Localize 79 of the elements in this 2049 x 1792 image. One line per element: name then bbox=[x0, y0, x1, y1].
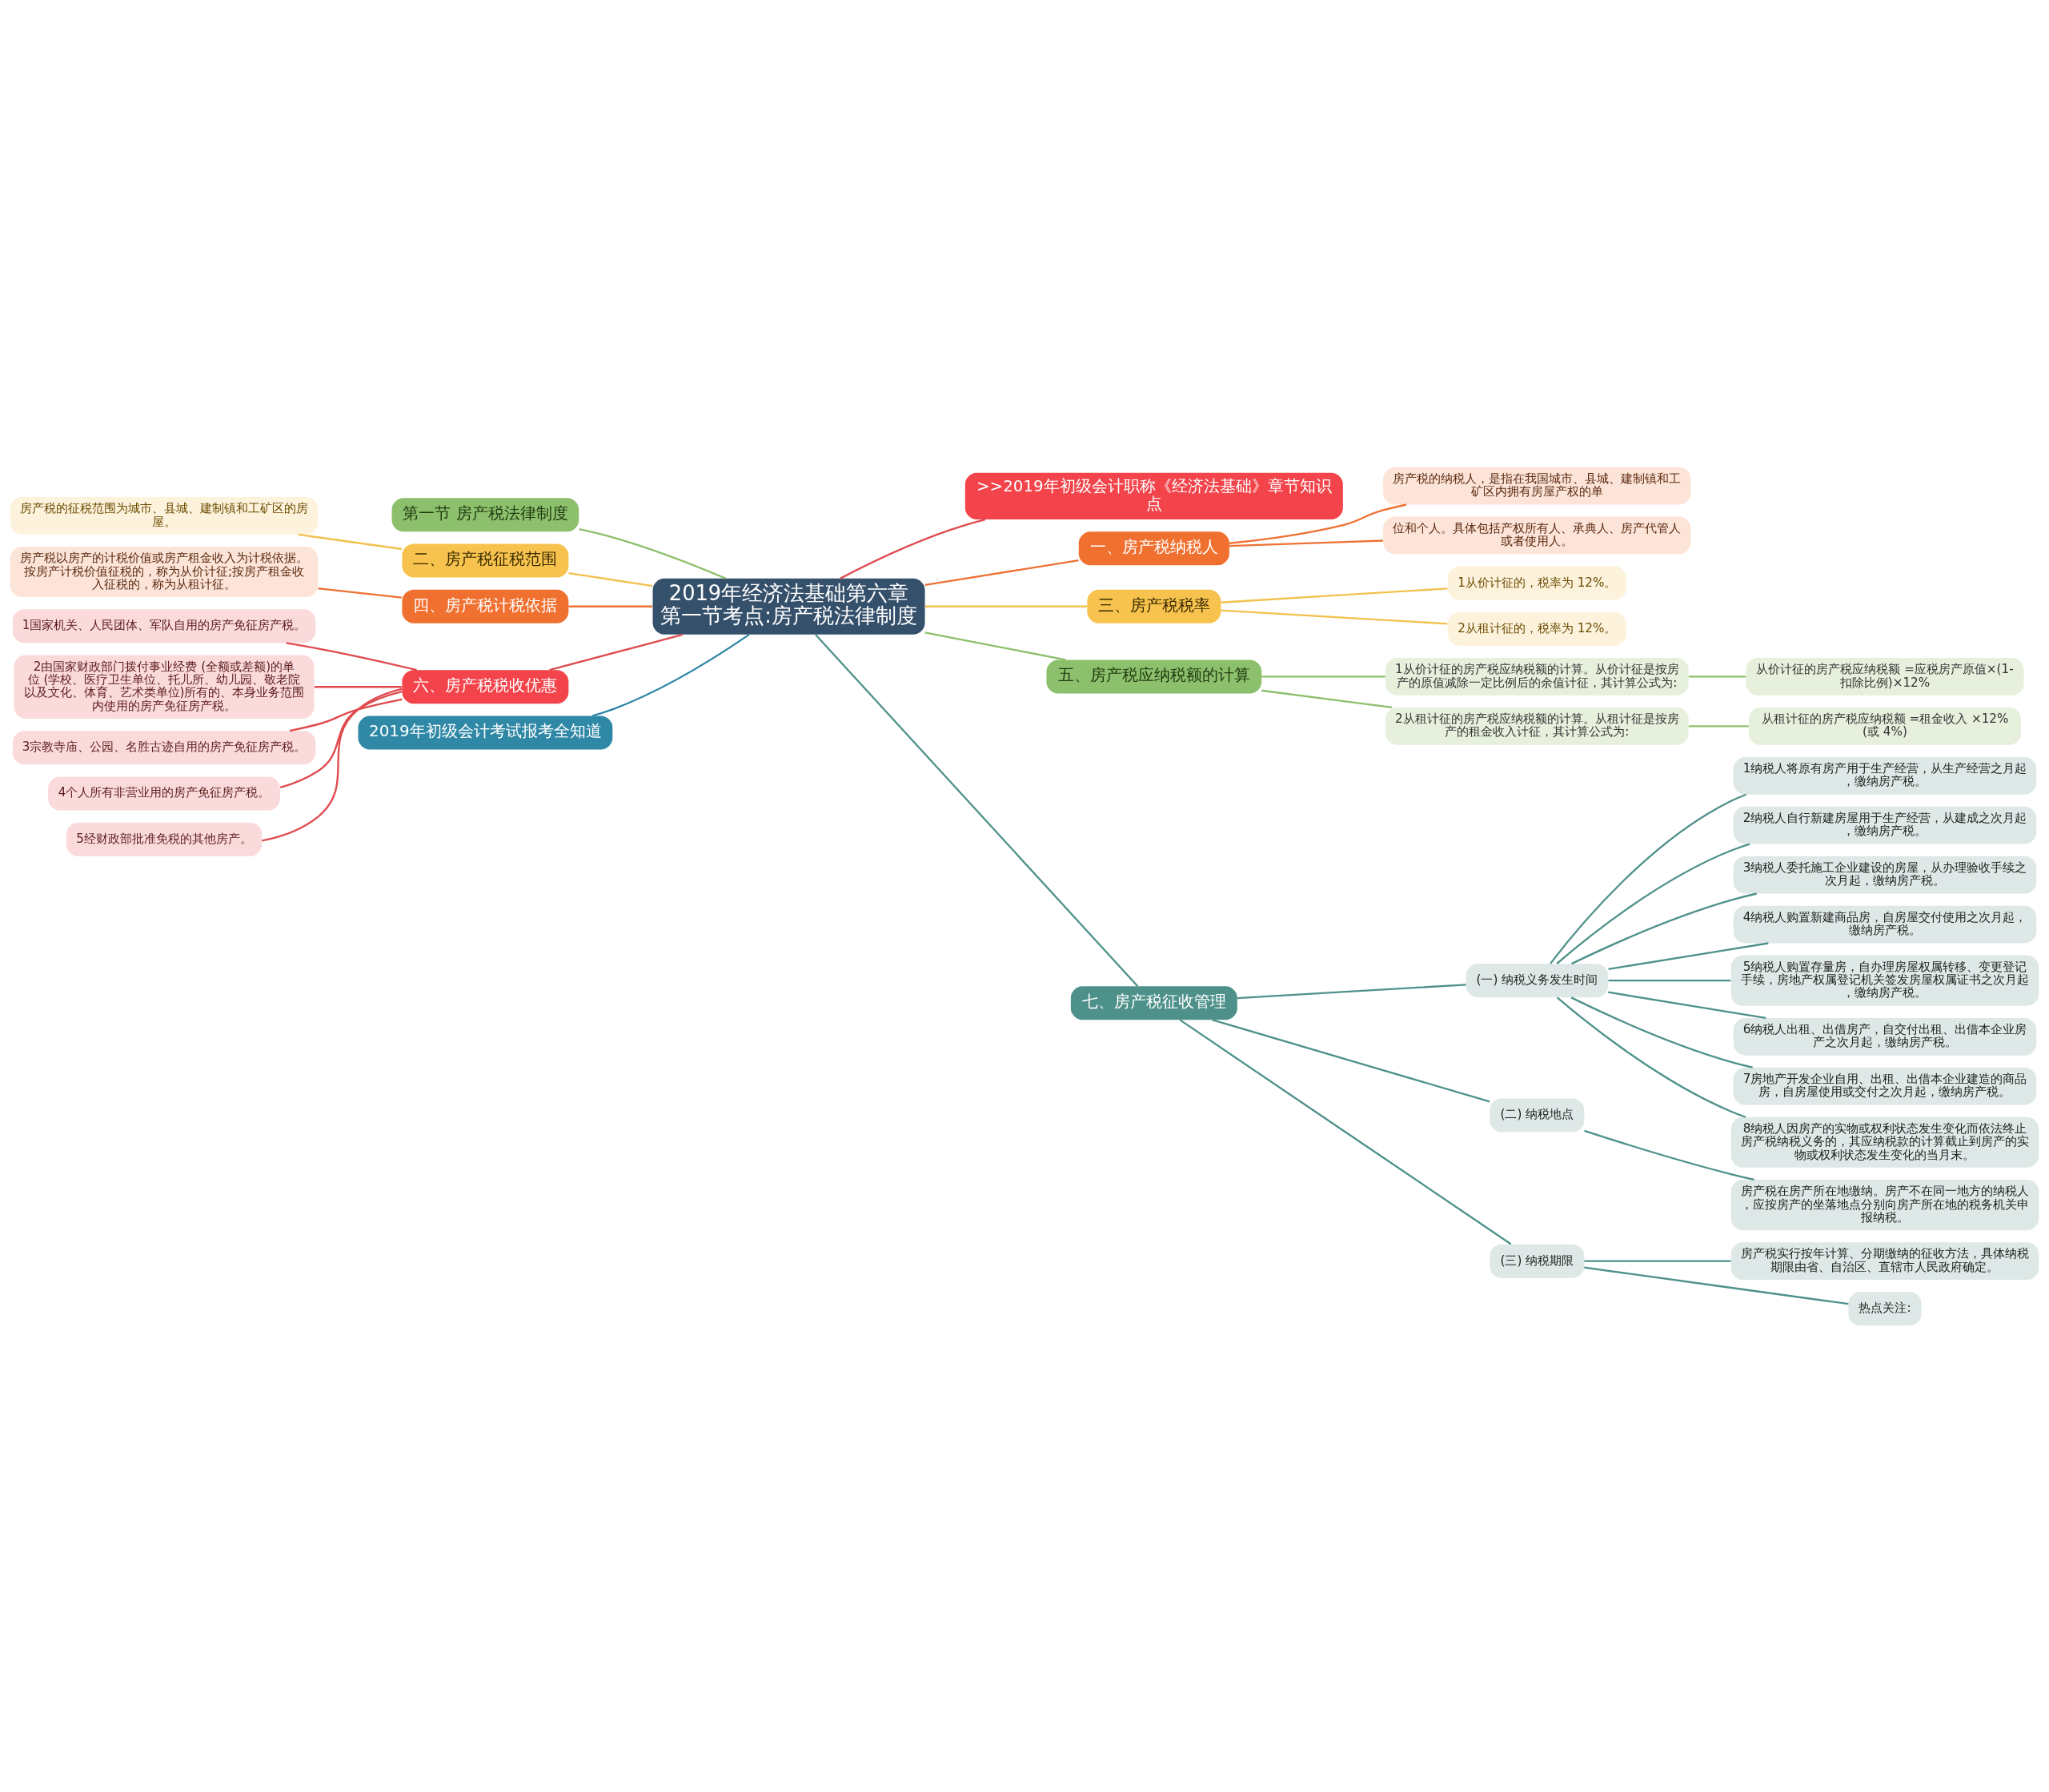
connector bbox=[289, 698, 403, 732]
node-box: 四、房产税计税依据 bbox=[402, 589, 569, 623]
node-box: 三、房产税税率 bbox=[1087, 589, 1221, 623]
node-box: 1从价计征的房产税应纳税额的计算。从价计征是按房产的原值减除一定比例后的余值计征，其计算公式为: bbox=[1385, 657, 1689, 696]
node-box: 热点关注: bbox=[1848, 1291, 1922, 1325]
node-box: 2019年经济法基础第六章第一节考点:房产税法律制度 bbox=[652, 578, 925, 635]
node-box: >>2019年初级会计职称《经济法基础》章节知识点 bbox=[964, 472, 1343, 519]
connector bbox=[286, 641, 417, 671]
node-box: 房产税的纳税人，是指在我国城市、县城、建制镇和工矿区内拥有房屋产权的单 bbox=[1383, 467, 1691, 504]
node-box: 5经财政部批准免税的其他房产。 bbox=[66, 822, 263, 856]
connector bbox=[924, 605, 1087, 607]
node-box: 房产税以房产的计税价值或房产租金收入为计税依据。按房产计税价值征税的，称为从价计征;按房产租金收入征税的，称为从租计征。 bbox=[10, 546, 319, 597]
connector bbox=[1584, 1260, 1731, 1262]
node-box: 3纳税人委托施工企业建设的房屋，从办理验收手续之次月起，缴纳房产税。 bbox=[1733, 856, 2037, 893]
connector bbox=[1570, 996, 1753, 1068]
node-box: 1纳税人将原有房产用于生产经营，从生产经营之月起，缴纳房产税。 bbox=[1733, 756, 2037, 795]
connector bbox=[568, 605, 653, 607]
connector bbox=[314, 685, 402, 688]
node-box: 5纳税人购置存量房，自办理房屋权属转移、变更登记手续，房地产权属登记机关签发房屋权属证书之次月起，缴纳房产税。 bbox=[1730, 955, 2039, 1006]
node-box: (二) 纳税地点 bbox=[1490, 1097, 1585, 1132]
node-box: 一、房产税纳税人 bbox=[1078, 531, 1229, 565]
node-box: 2由国家财政部门拨付事业经费 (全额或差额)的单位 (学校、医疗卫生单位、托儿所、幼儿园、敬老院以及文化、体育、艺术类单位)所有的、本身业务范围内使用的房产免征房产税。 bbox=[14, 655, 315, 719]
node-box: 六、房产税税收优惠 bbox=[402, 669, 569, 704]
node-box: 从租计征的房产税应纳税额 =租金收入 ×12% (或 4%) bbox=[1749, 707, 2021, 745]
connector bbox=[1212, 1018, 1490, 1102]
node-box: 房产税在房产所在地缴纳。房产不在同一地方的纳税人，应按房产的坐落地点分别向房产所在地的税务机关申报纳税。 bbox=[1730, 1179, 2039, 1230]
connector bbox=[1556, 996, 1746, 1118]
connector bbox=[298, 533, 402, 550]
node-box: 房产税的征税范围为城市、县城、建制镇和工矿区的房屋。 bbox=[10, 496, 319, 535]
connector bbox=[318, 587, 402, 599]
node-box: 1从价计征的，税率为 12%。 bbox=[1447, 566, 1626, 600]
node-box: 第一节 房产税法律制度 bbox=[391, 497, 579, 531]
node-box: 6纳税人出租、出借房产，自交付出租、出借本企业房产之次月起，缴纳房产税。 bbox=[1733, 1017, 2037, 1056]
connector bbox=[924, 631, 1066, 660]
node-box: 7房地产开发企业自用、出租、出借本企业建造的商品房，自房屋使用或交付之次月起，缴纳房产税。 bbox=[1733, 1067, 2037, 1105]
connector bbox=[262, 688, 403, 841]
node-box: 房产税实行按年计算、分期缴纳的征收方法，具体纳税期限由省、自治区、直辖市人民政府确定。 bbox=[1730, 1241, 2039, 1280]
connector bbox=[1584, 1266, 1849, 1305]
connector bbox=[1261, 675, 1385, 678]
node-box: 2纳税人自行新建房屋用于生产经营，从建成之次月起，缴纳房产税。 bbox=[1733, 806, 2037, 844]
node-box: 4纳税人购置新建商品房，自房屋交付使用之次月起，缴纳房产税。 bbox=[1733, 905, 2037, 943]
connector bbox=[579, 527, 727, 579]
node-box: 位和个人。具体包括产权所有人、承典人、房产代管人或者使用人。 bbox=[1383, 516, 1691, 554]
node-box: 二、房产税征税范围 bbox=[402, 543, 569, 578]
node-box: (一) 纳税义务发生时间 bbox=[1466, 963, 1609, 997]
node-box: 从价计征的房产税应纳税额 =应税房产原值×(1-扣除比例)×12% bbox=[1746, 657, 2024, 696]
connector bbox=[1221, 608, 1448, 624]
node-box: 2019年初级会计考试报考全知道 bbox=[358, 716, 613, 750]
connector bbox=[279, 690, 403, 788]
connector bbox=[591, 633, 750, 717]
connector bbox=[1229, 503, 1407, 544]
connector bbox=[1608, 979, 1731, 981]
node-box: 3宗教寺庙、公园、名胜古迹自用的房产免征房产税。 bbox=[12, 730, 316, 764]
connector bbox=[840, 518, 986, 579]
node-box: 2从租计征的房产税应纳税额的计算。从租计征是按房产的租金收入计征，其计算公式为: bbox=[1385, 707, 1689, 745]
connector bbox=[1261, 689, 1393, 708]
node-box: 五、房产税应纳税额的计算 bbox=[1046, 659, 1262, 693]
node-box: (三) 纳税期限 bbox=[1490, 1244, 1585, 1278]
node-box: 1国家机关、人民团体、军队自用的房产免征房产税。 bbox=[12, 608, 316, 643]
connector bbox=[549, 633, 684, 671]
node-box: 七、房产税征收管理 bbox=[1070, 985, 1237, 1020]
connector bbox=[1221, 587, 1448, 603]
connector bbox=[568, 571, 653, 587]
connector bbox=[1179, 1018, 1512, 1245]
connector bbox=[1688, 675, 1746, 678]
connector bbox=[1229, 539, 1383, 547]
connector bbox=[815, 633, 1139, 987]
connector bbox=[1550, 793, 1746, 964]
node-box: 2从租计征的，税率为 12%。 bbox=[1447, 611, 1626, 646]
connector bbox=[1571, 892, 1757, 964]
connector bbox=[1237, 983, 1466, 999]
connector bbox=[1607, 991, 1766, 1019]
node-box: 4个人所有非营业用的房产免征房产税。 bbox=[48, 776, 280, 810]
connector bbox=[1584, 1129, 1754, 1181]
connector bbox=[924, 559, 1079, 586]
connector bbox=[1556, 843, 1750, 964]
connector bbox=[1688, 724, 1749, 727]
connector bbox=[1608, 941, 1769, 970]
node-box: 8纳税人因房产的实物或权利状态发生变化而依法终止房产税纳税义务的，其应纳税款的计算截止到房产的实物或权利状态发生变化的当月末。 bbox=[1730, 1116, 2039, 1168]
